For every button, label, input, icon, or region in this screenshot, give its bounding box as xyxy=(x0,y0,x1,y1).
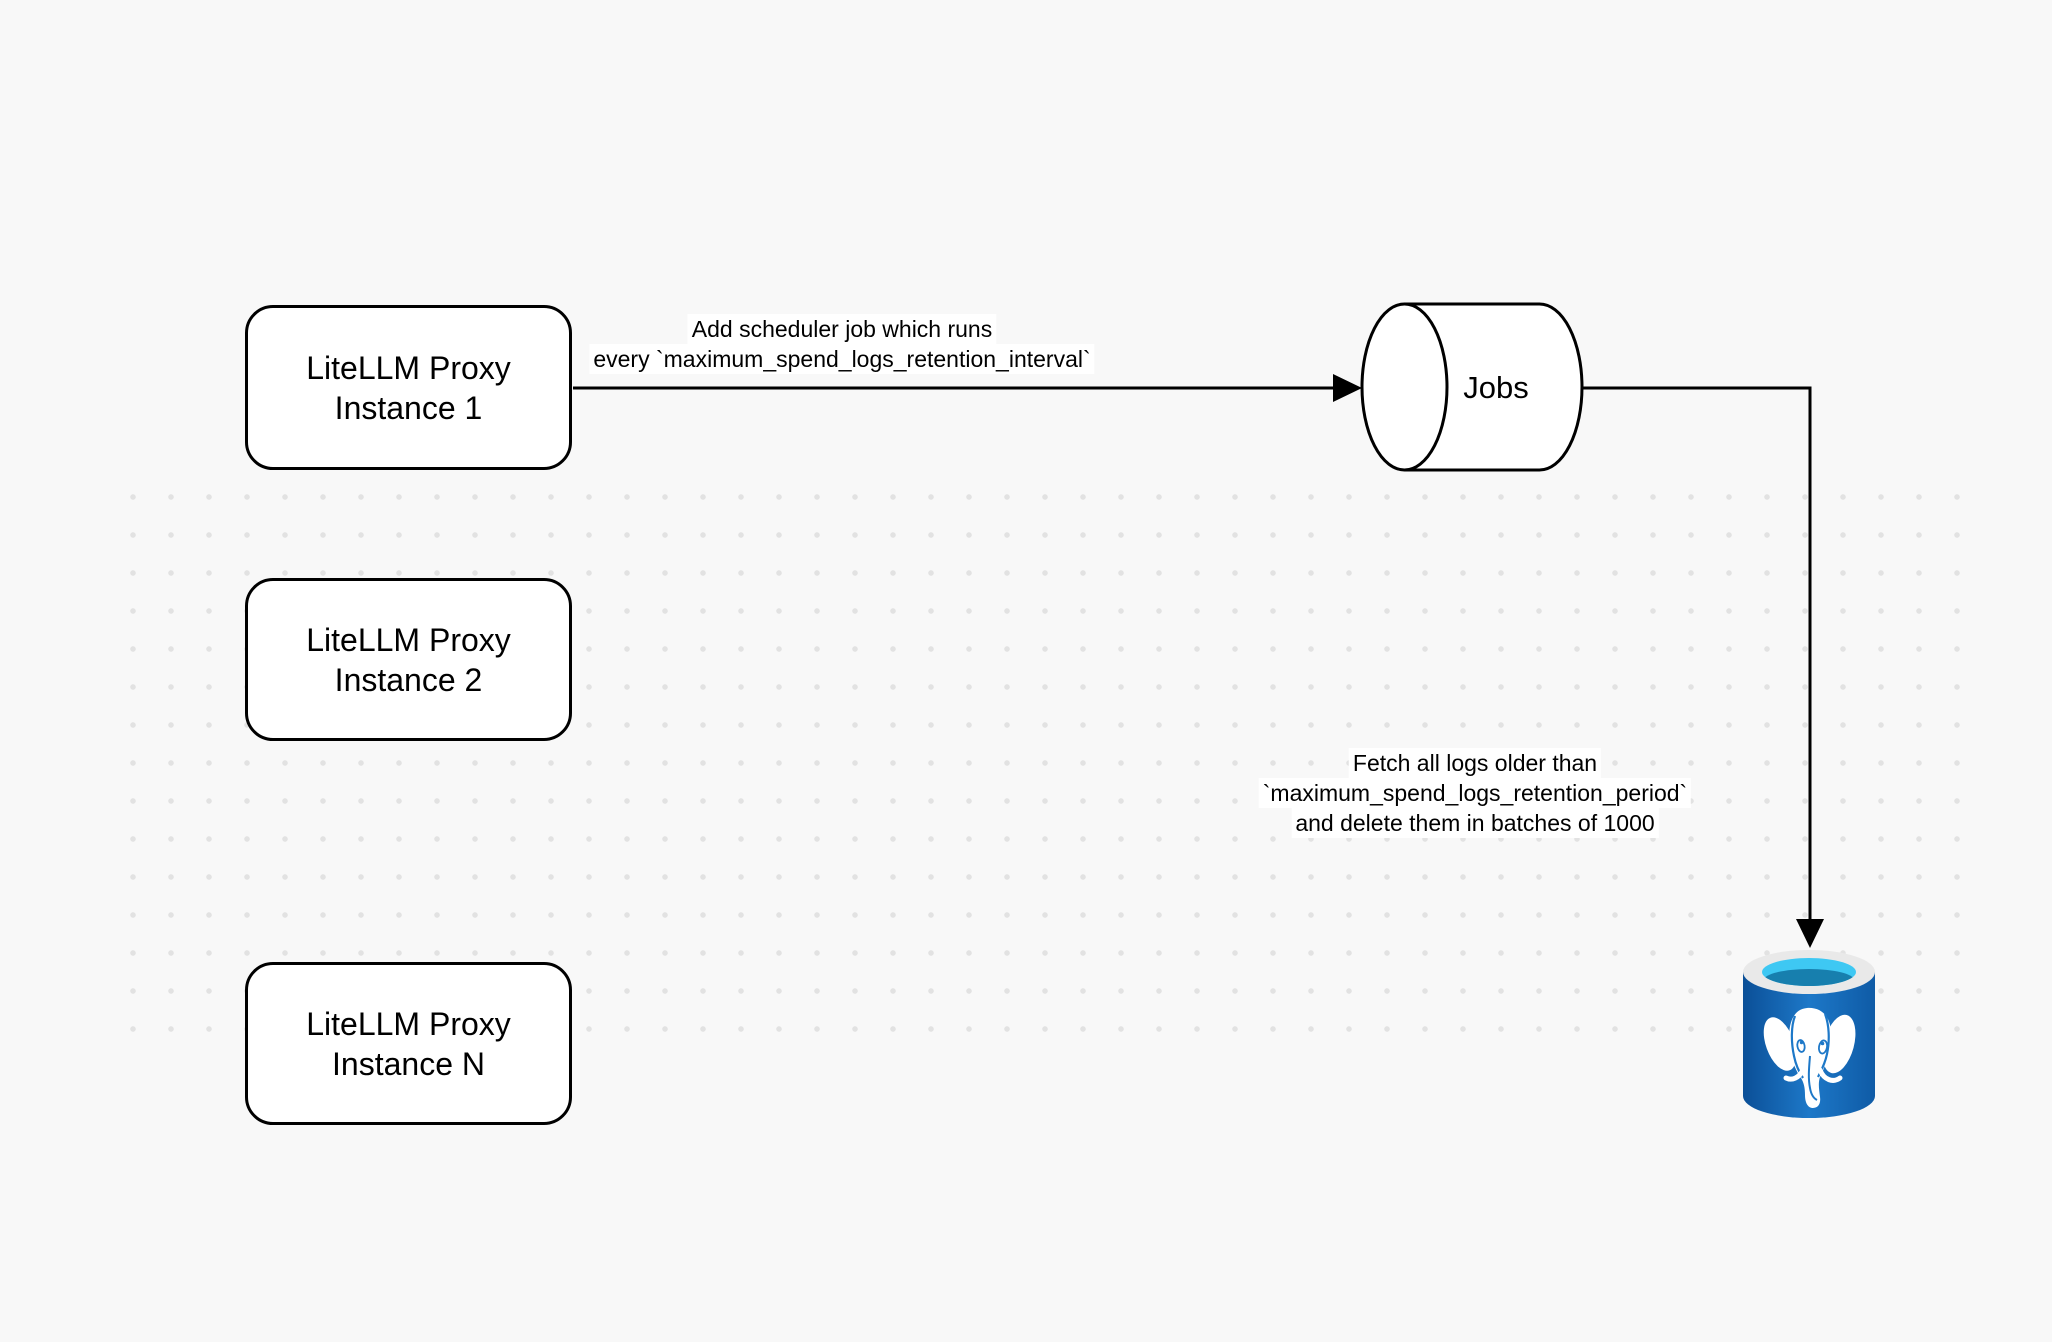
node-label: LiteLLM Proxy Instance 2 xyxy=(306,621,511,698)
edge-label-line: Fetch all logs older than xyxy=(1348,748,1602,778)
node-litellm-proxy-instance-n: LiteLLM Proxy Instance N xyxy=(245,962,572,1125)
node-label: LiteLLM Proxy Instance 1 xyxy=(306,349,511,426)
edge-label-fetch-and-delete: Fetch all logs older than `maximum_spend… xyxy=(1258,748,1692,838)
postgresql-database-icon xyxy=(1743,950,1875,1118)
schedule-edge-arrowhead-icon xyxy=(1333,374,1362,402)
edge-label-line: every `maximum_spend_logs_retention_inte… xyxy=(589,344,1095,374)
edge-label-line: Add scheduler job which runs xyxy=(687,314,997,344)
fetch-edge-arrowhead-icon xyxy=(1796,919,1824,948)
node-litellm-proxy-instance-2: LiteLLM Proxy Instance 2 xyxy=(245,578,572,741)
node-litellm-proxy-instance-1: LiteLLM Proxy Instance 1 xyxy=(245,305,572,470)
postgres-elephant-icon xyxy=(1763,1007,1856,1108)
jobs-queue-shape xyxy=(1360,302,1584,472)
edge-label-line: `maximum_spend_logs_retention_period` xyxy=(1258,778,1692,808)
node-jobs-label: Jobs xyxy=(1463,370,1529,405)
fetch-edge-line xyxy=(1582,386,1812,921)
edge-label-line: and delete them in batches of 1000 xyxy=(1291,808,1659,838)
node-label: LiteLLM Proxy Instance N xyxy=(306,1005,511,1082)
dot-grid-background xyxy=(114,478,1978,1050)
edge-label-add-scheduler-job: Add scheduler job which runs every `maxi… xyxy=(589,314,1095,374)
